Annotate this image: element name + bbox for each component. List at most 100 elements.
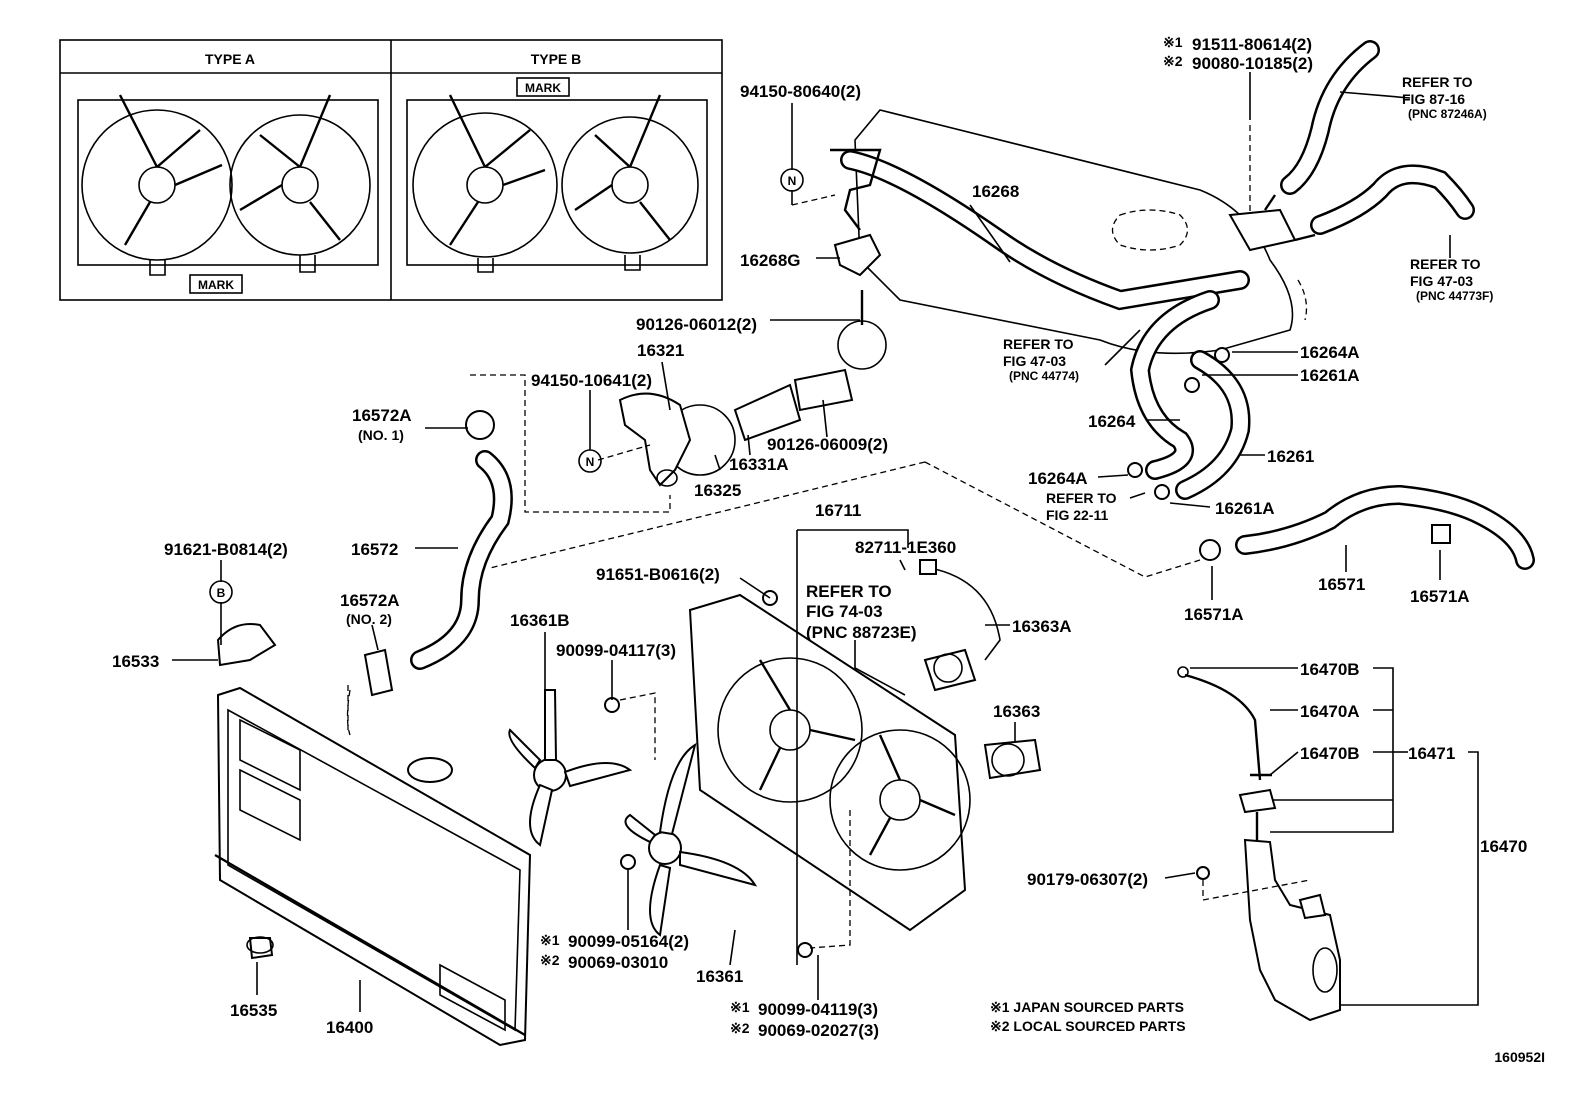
label-16535: 16535	[230, 1001, 277, 1020]
star1-shroud-bolt: ※1	[730, 999, 750, 1015]
label-16363a: 16363A	[1012, 617, 1072, 636]
legend-local-sourced: ※2 LOCAL SOURCED PARTS	[990, 1018, 1186, 1034]
label-16470a: 16470A	[1300, 702, 1360, 721]
reference-notes: REFER TO FIG 87-16 (PNC 87246A) REFER TO…	[806, 74, 1493, 642]
label-16471: 16471	[1408, 744, 1455, 763]
label-94150-10641: 94150-10641(2)	[531, 371, 652, 390]
svg-text:(PNC 44774): (PNC 44774)	[1009, 369, 1079, 383]
type-b-fan-shroud: MARK	[406, 77, 708, 273]
label-16470b-top: 16470B	[1300, 660, 1360, 679]
fan-shroud-assembly	[508, 559, 1042, 958]
bubble-n-2: N	[578, 449, 602, 473]
label-90126-06012: 90126-06012(2)	[636, 315, 757, 334]
svg-text:REFER TO: REFER TO	[1402, 74, 1473, 90]
label-90080-10185: 90080-10185(2)	[1192, 54, 1313, 73]
label-16572a-no2: 16572A	[340, 591, 400, 610]
label-16571a-left: 16571A	[1184, 605, 1244, 624]
type-b-mark-label: MARK	[525, 81, 561, 95]
diagram-id: 160952I	[1494, 1049, 1545, 1065]
svg-text:(PNC 44773F): (PNC 44773F)	[1416, 289, 1493, 303]
label-16572a-no2-sub: (NO. 2)	[346, 611, 392, 627]
bubble-b: B	[209, 580, 233, 604]
ref-fig-47-03-lower: REFER TO FIG 47-03 (PNC 44774)	[1003, 336, 1079, 383]
bubble-n-1: N	[780, 168, 804, 192]
label-90099-04119: 90099-04119(3)	[758, 1000, 878, 1019]
label-82711-1e360: 82711-1E360	[855, 538, 956, 557]
label-16400: 16400	[326, 1018, 373, 1037]
svg-text:REFER TO: REFER TO	[1046, 490, 1117, 506]
star2-fan-bolt: ※2	[540, 952, 560, 968]
label-16261a-top: 16261A	[1300, 366, 1360, 385]
svg-text:B: B	[217, 586, 226, 600]
svg-text:N: N	[586, 455, 595, 469]
star1-fan-bolt: ※1	[540, 932, 560, 948]
part-labels: 94150-80640(2) 16268 16268G 90126-06012(…	[112, 34, 1527, 1040]
svg-text:FIG 87-16: FIG 87-16	[1402, 91, 1465, 107]
label-90126-06009: 90126-06009(2)	[767, 435, 888, 454]
label-94150-80640: 94150-80640(2)	[740, 82, 861, 101]
ref-fig-74-03: REFER TO FIG 74-03 (PNC 88723E)	[806, 582, 917, 642]
upper-radiator-hose	[216, 410, 513, 730]
fan-motor-16363	[983, 738, 1042, 780]
ref-fig-87-16: REFER TO FIG 87-16 (PNC 87246A)	[1402, 74, 1487, 121]
water-inlet-16321	[618, 392, 692, 487]
label-90069-03010: 90069-03010	[568, 953, 668, 972]
bracket-16533	[216, 623, 277, 667]
label-16533: 16533	[112, 652, 159, 671]
legend-japan-sourced: ※1 JAPAN SOURCED PARTS	[990, 999, 1184, 1015]
svg-text:FIG 47-03: FIG 47-03	[1410, 273, 1473, 289]
fan-16361b	[508, 689, 633, 847]
label-16321: 16321	[637, 341, 684, 360]
label-16470b-mid: 16470B	[1300, 744, 1360, 763]
label-16331a: 16331A	[729, 455, 789, 474]
type-a-mark-label: MARK	[198, 278, 234, 292]
label-16571a-right: 16571A	[1410, 587, 1470, 606]
svg-text:(PNC 88723E): (PNC 88723E)	[806, 623, 917, 642]
label-90179-06307: 90179-06307(2)	[1027, 870, 1148, 889]
star2-top-bolt: ※2	[1163, 53, 1183, 69]
label-16325: 16325	[694, 481, 741, 500]
ref-fig-47-03-upper: REFER TO FIG 47-03 (PNC 44773F)	[1410, 256, 1493, 303]
type-b-label: TYPE B	[531, 51, 582, 67]
ref-fig-22-11: REFER TO FIG 22-11	[1046, 490, 1117, 523]
label-16361b: 16361B	[510, 611, 570, 630]
label-16261: 16261	[1267, 447, 1314, 466]
label-16572: 16572	[351, 540, 398, 559]
svg-text:FIG 22-11: FIG 22-11	[1046, 507, 1108, 523]
label-16361: 16361	[696, 967, 743, 986]
svg-text:REFER TO: REFER TO	[806, 582, 892, 601]
thermostat-16331a	[733, 383, 802, 442]
label-16572a-no1: 16572A	[352, 406, 412, 425]
star1-top-bolt: ※1	[1163, 34, 1183, 50]
label-16572a-no1-sub: (NO. 1)	[358, 427, 404, 443]
radiator-cap	[407, 757, 453, 783]
mount-cushion-16535	[248, 937, 274, 960]
svg-text:REFER TO: REFER TO	[1410, 256, 1481, 272]
label-91621-b0814: 91621-B0814(2)	[164, 540, 288, 559]
svg-text:FIG 47-03: FIG 47-03	[1003, 353, 1066, 369]
reserve-tank-assembly	[1177, 666, 1341, 1022]
label-16261a-bottom: 16261A	[1215, 499, 1275, 518]
fan-type-inset: TYPE A TYPE B MARK	[59, 39, 723, 301]
svg-text:FIG 74-03: FIG 74-03	[806, 602, 883, 621]
svg-text:(PNC 87246A): (PNC 87246A)	[1408, 107, 1487, 121]
type-a-fan-shroud: MARK	[77, 94, 379, 294]
type-a-label: TYPE A	[205, 51, 255, 67]
leader-lines	[172, 72, 1479, 1012]
label-90099-05164: 90099-05164(2)	[568, 932, 689, 951]
upper-right-hoses	[1127, 40, 1535, 570]
fan-motor-16363a	[923, 648, 977, 692]
water-outlet-pipe-assembly	[618, 109, 1294, 487]
label-91651-b0616: 91651-B0616(2)	[596, 565, 720, 584]
label-90069-02027: 90069-02027(3)	[758, 1021, 879, 1040]
label-16571: 16571	[1318, 575, 1365, 594]
label-16264a-bottom: 16264A	[1028, 469, 1088, 488]
label-16268: 16268	[972, 182, 1019, 201]
fan-16361	[624, 742, 758, 937]
radiator-16400	[214, 686, 532, 1047]
svg-text:N: N	[788, 174, 797, 188]
label-16268g: 16268G	[740, 251, 801, 270]
label-16363: 16363	[993, 702, 1040, 721]
sourcing-legend: ※1 JAPAN SOURCED PARTS ※2 LOCAL SOURCED …	[990, 999, 1186, 1034]
